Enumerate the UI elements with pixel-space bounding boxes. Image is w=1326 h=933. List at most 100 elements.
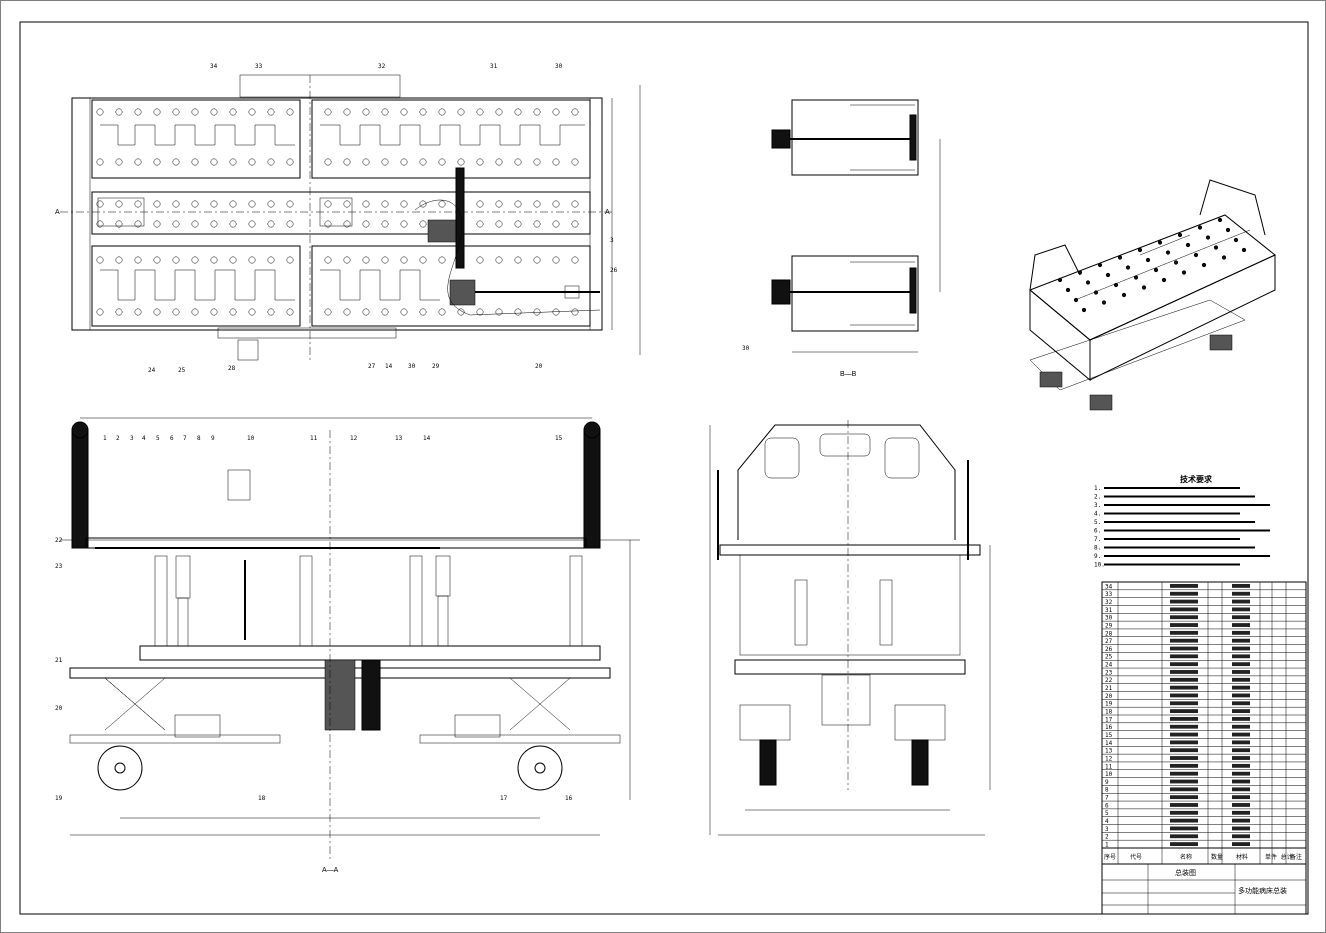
mounting-hole	[267, 256, 275, 264]
mounting-hole	[324, 158, 332, 166]
mounting-hole	[438, 200, 446, 208]
mounting-hole	[286, 220, 294, 228]
tech-requirement-line: 9.	[1094, 553, 1101, 560]
title-block-assembly: 总装图	[1175, 868, 1196, 877]
mounting-hole	[514, 108, 522, 116]
mounting-hole	[419, 158, 427, 166]
iso-hole	[1201, 262, 1207, 268]
bom-row-number: 12	[1105, 755, 1113, 762]
tech-requirement-line: 5.	[1094, 519, 1101, 526]
section-bb-title: B—B	[840, 371, 857, 378]
mounting-hole	[115, 256, 123, 264]
bom-row-name-mark	[1170, 818, 1198, 823]
mounting-hole	[191, 308, 199, 316]
bom-row-material-mark	[1232, 717, 1250, 721]
mounting-hole	[96, 220, 104, 228]
bom-row-name-mark	[1170, 724, 1198, 729]
mounting-hole	[381, 256, 389, 264]
bom-row-number: 9	[1105, 779, 1109, 786]
mounting-hole	[495, 220, 503, 228]
mounting-hole	[153, 158, 161, 166]
bom-row-material-mark	[1232, 654, 1250, 659]
bom-row-number: 2	[1105, 834, 1109, 841]
iso-hole	[1241, 247, 1247, 253]
mounting-hole	[533, 256, 541, 264]
bom-row-material-mark	[1232, 591, 1250, 596]
bom-row-number: 16	[1105, 724, 1113, 731]
mounting-hole	[533, 220, 541, 228]
tech-requirements: 技术要求 1.2.3.4.5.6.7.8.9.10.	[1094, 474, 1270, 569]
mounting-hole	[571, 256, 579, 264]
mounting-hole	[115, 200, 123, 208]
tech-requirement-line: 2.	[1094, 494, 1101, 501]
mounting-hole	[229, 200, 237, 208]
bom-row-number: 25	[1105, 654, 1113, 661]
mounting-hole	[191, 220, 199, 228]
section-aa-callout: 7	[183, 435, 187, 442]
mounting-hole	[457, 308, 465, 316]
bom-row-material-mark	[1232, 818, 1250, 823]
mounting-hole	[153, 256, 161, 264]
iso-hole	[1165, 250, 1171, 255]
mounting-hole	[362, 200, 370, 208]
mounting-hole	[476, 108, 484, 116]
iso-hole	[1117, 255, 1123, 260]
mounting-hole	[172, 158, 180, 166]
mounting-hole	[134, 220, 142, 228]
bom-row-material-mark	[1232, 701, 1250, 706]
mounting-hole	[191, 108, 199, 116]
mounting-hole	[343, 220, 351, 228]
mounting-hole	[248, 308, 256, 316]
mounting-hole	[476, 256, 484, 264]
mounting-hole	[191, 200, 199, 208]
mounting-hole	[419, 308, 427, 316]
mounting-hole	[248, 256, 256, 264]
mounting-hole	[115, 308, 123, 316]
plan-callout: 34	[210, 63, 218, 70]
iso-hole	[1153, 267, 1159, 273]
mounting-hole	[324, 108, 332, 116]
title-block: 总装图 多功能病床总装	[1101, 863, 1307, 915]
bom-row-number: 3	[1105, 826, 1109, 833]
iso-hole	[1133, 275, 1139, 280]
mounting-hole	[115, 108, 123, 116]
section-aa-callout: 23	[55, 563, 63, 570]
bom-row-number: 27	[1105, 638, 1113, 645]
iso-hole	[1121, 292, 1127, 298]
plan-callout: 3	[610, 237, 614, 244]
mounting-hole	[362, 308, 370, 316]
mounting-hole	[286, 158, 294, 166]
bom-row-number: 20	[1105, 693, 1113, 700]
mounting-hole	[153, 108, 161, 116]
mounting-hole	[552, 108, 560, 116]
section-aa-callout: 4	[142, 435, 146, 442]
bom-row-material-mark	[1232, 748, 1250, 753]
bom-row-material-mark	[1232, 763, 1250, 768]
mounting-hole	[172, 308, 180, 316]
bom-row-name-mark	[1170, 810, 1198, 815]
iso-hole	[1093, 290, 1099, 295]
bom-row-number: 14	[1105, 740, 1113, 747]
bom-row-number: 31	[1105, 607, 1113, 614]
bom-row-material-mark	[1232, 646, 1250, 651]
iso-hole	[1137, 247, 1143, 253]
plan-view: A A	[55, 74, 641, 361]
section-aa-callout: 19	[55, 795, 63, 802]
bom-row-material-mark	[1232, 615, 1250, 620]
iso-hole	[1225, 227, 1231, 233]
bom-row-number: 24	[1105, 662, 1113, 669]
plan-callout: 26	[610, 267, 618, 274]
bom-row-material-mark	[1232, 623, 1250, 627]
bom-row-name-mark	[1170, 779, 1198, 784]
tech-requirement-line: 6.	[1094, 528, 1101, 535]
mounting-hole	[134, 256, 142, 264]
section-aa-callout: 9	[211, 435, 215, 442]
mounting-hole	[153, 220, 161, 228]
bom-row-name-mark	[1170, 740, 1198, 745]
iso-hole	[1101, 300, 1107, 305]
iso-hole	[1057, 277, 1063, 283]
mounting-hole	[476, 158, 484, 166]
bom-row-material-mark	[1232, 693, 1250, 698]
mounting-hole	[96, 200, 104, 208]
iso-hole	[1113, 282, 1119, 288]
